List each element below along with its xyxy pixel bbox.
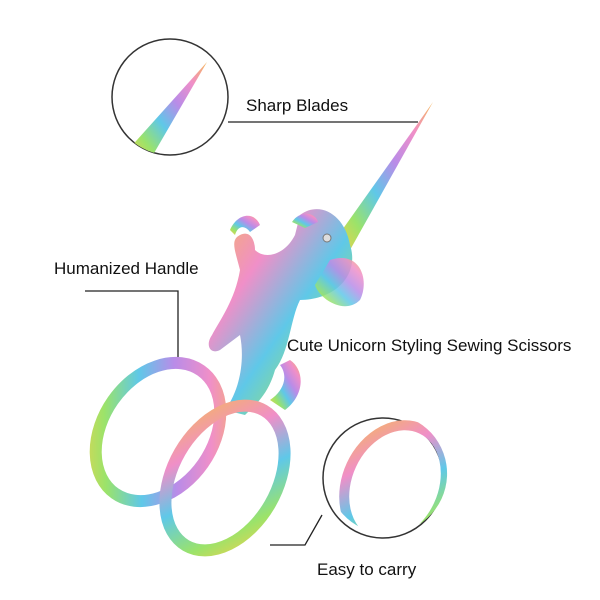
unicorn-scissors (89, 102, 433, 557)
sharp-blades-label: Sharp Blades (246, 96, 349, 115)
blade-detail-callout (111, 38, 418, 156)
easy-to-carry-label: Easy to carry (317, 560, 417, 579)
humanized-handle-label: Humanized Handle (54, 259, 199, 278)
ring-detail-callout (270, 417, 451, 550)
product-title-label: Cute Unicorn Styling Sewing Scissors (287, 336, 572, 355)
handle-leader-line (85, 290, 179, 360)
